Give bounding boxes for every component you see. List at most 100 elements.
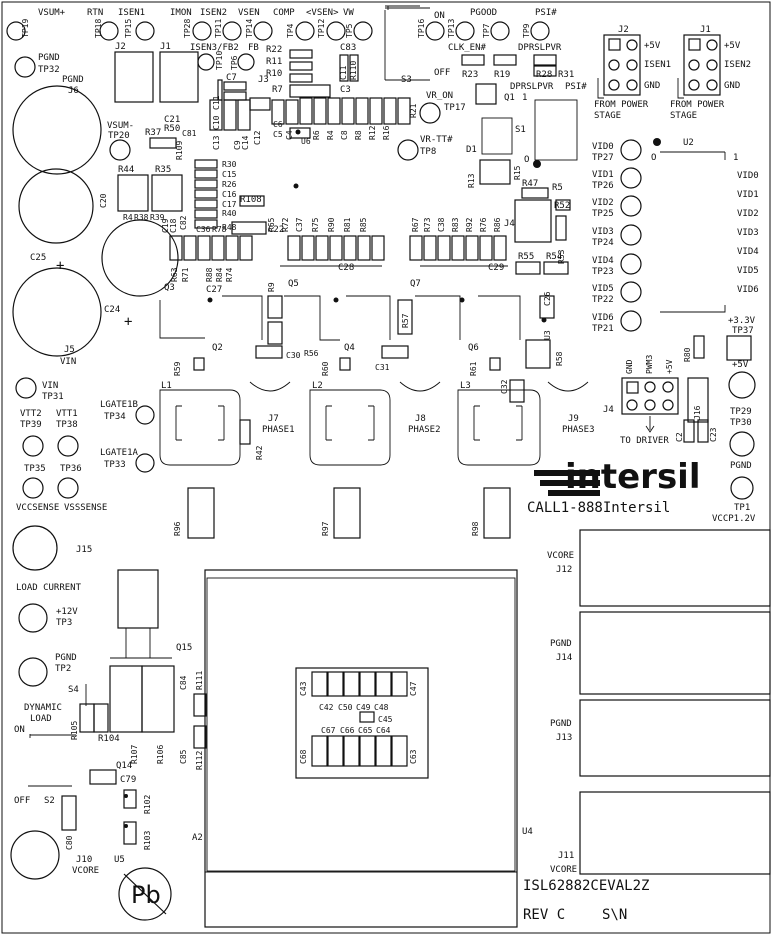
r80: R80 bbox=[683, 347, 692, 362]
c9: C9 bbox=[233, 140, 242, 150]
r7: R7 bbox=[272, 85, 283, 95]
j2-left bbox=[114, 51, 154, 103]
silkscreen-mark bbox=[93, 703, 109, 733]
j1-gnd: GND bbox=[724, 81, 740, 91]
vid3-r: VID3 bbox=[737, 228, 759, 238]
silkscreen-mark bbox=[289, 61, 313, 71]
silkscreen-mark bbox=[311, 671, 328, 697]
clk-en: CLK_EN# bbox=[448, 43, 487, 53]
silkscreen-mark: TP22 bbox=[592, 295, 614, 305]
r4b: R4 bbox=[123, 213, 133, 222]
silkscreen-mark bbox=[369, 97, 383, 125]
silkscreen-mark bbox=[12, 525, 58, 571]
silkscreen-mark bbox=[124, 794, 128, 798]
silkscreen-mark bbox=[57, 477, 79, 499]
intersil-logo: intersil bbox=[534, 457, 701, 497]
tp29-5v: +5V bbox=[732, 360, 749, 370]
mosfet-outlines bbox=[159, 295, 705, 403]
silkscreen-mark bbox=[620, 195, 642, 217]
r13: R13 bbox=[467, 173, 476, 188]
silkscreen-mark bbox=[6, 21, 26, 41]
r37: R37 bbox=[145, 128, 161, 138]
r23: R23 bbox=[462, 70, 478, 80]
r102: R102 bbox=[143, 795, 152, 814]
silkscreen-mark bbox=[543, 261, 569, 275]
c48: C48 bbox=[374, 703, 389, 712]
silkscreen-mark bbox=[271, 99, 285, 125]
silkscreen-mark: TP21 bbox=[592, 324, 614, 334]
j4-5v: +5V bbox=[665, 359, 674, 374]
pgnd-tp2: PGND bbox=[55, 653, 77, 663]
q15: Q15 bbox=[176, 643, 192, 653]
silkscreen-mark bbox=[301, 235, 315, 261]
silkscreen-mark bbox=[217, 79, 223, 101]
silkscreen-mark bbox=[534, 99, 578, 161]
r75: R75 bbox=[311, 217, 320, 232]
silkscreen-mark bbox=[620, 167, 642, 189]
silkscreen-mark bbox=[509, 379, 525, 403]
off: OFF bbox=[14, 796, 30, 806]
c45: C45 bbox=[378, 715, 393, 724]
r104: R104 bbox=[98, 734, 120, 744]
c82: C82 bbox=[179, 215, 188, 230]
r53: R53 bbox=[557, 249, 566, 264]
silkscreen-mark bbox=[437, 235, 451, 261]
u3: U3 bbox=[543, 330, 552, 340]
silkscreen-mark bbox=[693, 335, 705, 359]
silkscreen-mark bbox=[375, 671, 392, 697]
silkscreen-mark bbox=[473, 405, 523, 441]
silkscreen-mark bbox=[123, 873, 167, 915]
vid5-r: VID5 bbox=[737, 266, 759, 276]
j5: J5 bbox=[64, 345, 75, 355]
silkscreen-mark bbox=[534, 470, 600, 496]
vid4-r: VID4 bbox=[737, 247, 759, 257]
s2: S2 bbox=[44, 796, 55, 806]
silkscreen-mark bbox=[515, 261, 541, 275]
r106: R106 bbox=[156, 745, 165, 764]
silkscreen-mark bbox=[225, 235, 239, 261]
silkscreen-mark bbox=[159, 389, 241, 466]
tp31: TP31 bbox=[42, 392, 64, 402]
r103: R103 bbox=[143, 831, 152, 850]
c8: C8 bbox=[340, 130, 349, 140]
silkscreen-mark bbox=[493, 235, 507, 261]
silkscreen-mark bbox=[159, 295, 263, 340]
silkscreen-mark bbox=[194, 219, 218, 229]
tp10-label: TP10 bbox=[215, 51, 224, 70]
silkscreen-mark bbox=[644, 381, 656, 393]
r108: R108 bbox=[240, 195, 262, 205]
silkscreen-mark bbox=[289, 73, 313, 83]
silkscreen-mark bbox=[339, 357, 351, 371]
r76: R76 bbox=[479, 217, 488, 232]
r47: R47 bbox=[522, 179, 538, 189]
j6-terminal bbox=[12, 85, 102, 175]
silkscreen-mark bbox=[22, 477, 44, 499]
silkscreen-mark bbox=[397, 299, 413, 335]
silkscreen-mark bbox=[89, 769, 117, 785]
phase3: PHASE3 bbox=[562, 425, 595, 435]
tp33: TP33 bbox=[104, 460, 126, 470]
silkscreen-mark bbox=[620, 224, 642, 246]
silkscreen-mark bbox=[688, 38, 701, 51]
j2-gnd: GND bbox=[644, 81, 660, 91]
silkscreen-mark bbox=[253, 21, 273, 41]
tp9-label: TP9 bbox=[522, 23, 531, 38]
j14-terminal bbox=[579, 611, 771, 695]
silkscreen-mark bbox=[626, 59, 638, 71]
cap-array bbox=[295, 667, 429, 779]
pb-free-icon: Pb bbox=[118, 867, 172, 921]
r97: R97 bbox=[321, 521, 330, 536]
silkscreen-mark bbox=[249, 97, 271, 111]
c66: C66 bbox=[340, 726, 355, 735]
j11: J11 bbox=[558, 851, 574, 861]
isen3-label: ISEN3/FB2 bbox=[190, 43, 239, 53]
c11b: C11 bbox=[212, 95, 221, 110]
silkscreen-mark bbox=[381, 345, 409, 359]
sig-vsum-plus: VSUM+ bbox=[38, 8, 66, 18]
silkscreen-mark bbox=[309, 389, 391, 466]
sig-vsen: VSEN bbox=[238, 8, 260, 18]
tp3: TP3 bbox=[56, 618, 72, 628]
lgate1b: LGATE1B bbox=[100, 400, 138, 410]
c68: C68 bbox=[299, 749, 308, 764]
